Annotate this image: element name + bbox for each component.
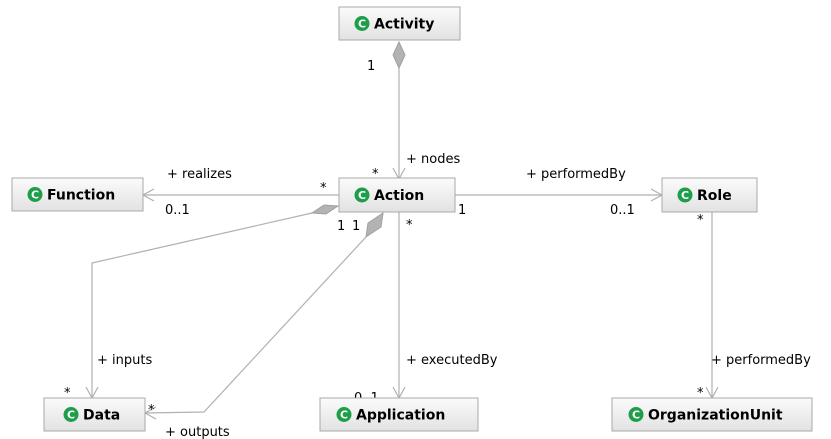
mult-executedby-source: * [406,218,413,233]
class-name-function: Function [47,188,115,204]
class-organization-unit[interactable]: C OrganizationUnit [611,397,813,432]
mult-realizes-target: 0..1 [165,203,190,218]
svg-text:C: C [31,189,39,202]
class-icon [354,187,370,203]
class-icon [628,407,644,422]
class-icon [63,407,79,422]
class-function[interactable]: C Function [11,177,144,212]
role-label-nodes: + nodes [406,152,460,167]
class-application[interactable]: C Application [319,397,479,432]
role-label-performedby: + performedBy [526,167,626,182]
class-name-action: Action [374,188,424,204]
mult-performedby-source: 1 [458,203,466,218]
mult-inputs-target: * [64,386,71,401]
role-label-role-performedby: + performedBy [711,353,811,368]
mult-outputs-target: * [148,403,155,418]
role-label-outputs: + outputs [165,425,230,439]
class-name-data: Data [83,408,120,424]
mult-outputs-source: 1 [352,219,360,234]
mult-nodes-target: * [372,167,379,182]
association-role-performedby[interactable] [705,212,719,400]
svg-text:C: C [358,189,366,202]
class-name-activity: Activity [374,17,434,33]
class-icon [336,407,352,422]
role-label-inputs: + inputs [97,353,152,368]
association-action-inputs[interactable] [85,204,340,400]
mult-realizes-source: * [320,181,327,196]
mult-role-source: * [697,213,704,228]
class-action[interactable]: C Action [338,177,456,213]
class-icon [27,187,43,202]
role-label-realizes: + realizes [167,167,232,182]
association-action-realizes[interactable] [141,188,339,202]
association-action-performedby[interactable] [455,188,664,202]
association-action-executedby[interactable] [392,212,406,400]
svg-text:C: C [632,409,640,422]
svg-text:C: C [340,409,348,422]
mult-activity-source: 1 [367,59,375,74]
svg-text:C: C [358,18,366,31]
class-icon [354,16,370,31]
mult-orgunit-target: * [697,386,704,401]
composition-diamond-icon [392,40,406,70]
mult-inputs-source: 1 [337,219,345,234]
class-name-organization-unit: OrganizationUnit [648,408,783,424]
composition-diamond-icon [365,211,384,239]
svg-text:C: C [67,409,75,422]
class-name-application: Application [356,408,445,424]
class-name-role: Role [697,188,732,204]
class-icon [677,187,693,203]
mult-performedby-target: 0..1 [610,203,635,218]
svg-text:C: C [681,189,689,202]
class-activity[interactable]: C Activity [338,6,461,41]
class-data[interactable]: C Data [43,397,146,432]
class-role[interactable]: C Role [661,177,758,213]
role-label-executedby: + executedBy [406,353,498,368]
association-action-outputs[interactable] [143,211,384,420]
association-activity-nodes[interactable] [392,40,406,181]
composition-diamond-icon [310,204,340,215]
